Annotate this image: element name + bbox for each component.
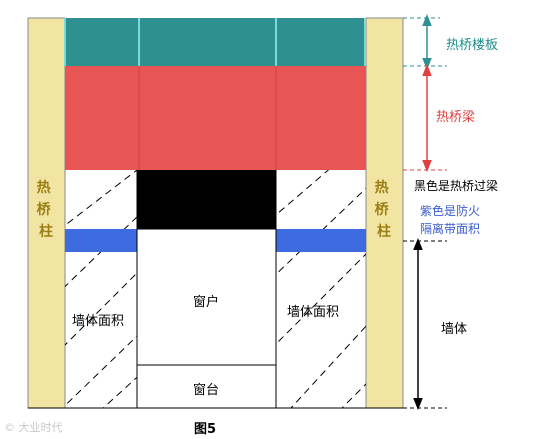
left-column-label-char: 柱 (39, 223, 53, 240)
window-label: 窗户 (193, 294, 219, 310)
firestrip-note-line1: 紫色是防火 (420, 203, 480, 218)
right-column (365, 17, 404, 409)
left-wall-area-label: 墙体面积 (72, 314, 124, 329)
left-wall-hatch (65, 170, 137, 408)
slab-label: 热桥楼板 (446, 38, 498, 53)
wall-dimension-label: 墙体 (441, 322, 467, 337)
right-column-label: 热 桥 柱 (375, 179, 394, 240)
lintel-note: 黑色是热桥过梁 (414, 178, 498, 193)
left-firestrip (65, 229, 137, 252)
left-column (27, 17, 66, 409)
left-column-label: 热 桥 柱 (37, 179, 56, 240)
right-wall-area-label: 墙体面积 (287, 305, 339, 320)
firestrip-note-line2: 隔离带面积 (420, 221, 480, 236)
right-column-label-char: 柱 (377, 223, 391, 240)
right-wall-hatch (276, 170, 366, 408)
right-column-label-char: 热 (375, 179, 389, 196)
right-firestrip (276, 229, 366, 252)
right-column-label-char: 桥 (375, 201, 390, 218)
beam-band (65, 66, 366, 170)
lintel (137, 170, 276, 229)
left-column-label-char: 桥 (37, 201, 52, 218)
beam-label: 热桥梁 (436, 110, 475, 125)
figure-caption: 图5 (194, 422, 216, 437)
sill-label: 窗台 (193, 382, 219, 398)
watermark: © 大业时代 (4, 421, 63, 434)
slab-band (65, 18, 366, 66)
left-column-label-char: 热 (37, 179, 51, 196)
